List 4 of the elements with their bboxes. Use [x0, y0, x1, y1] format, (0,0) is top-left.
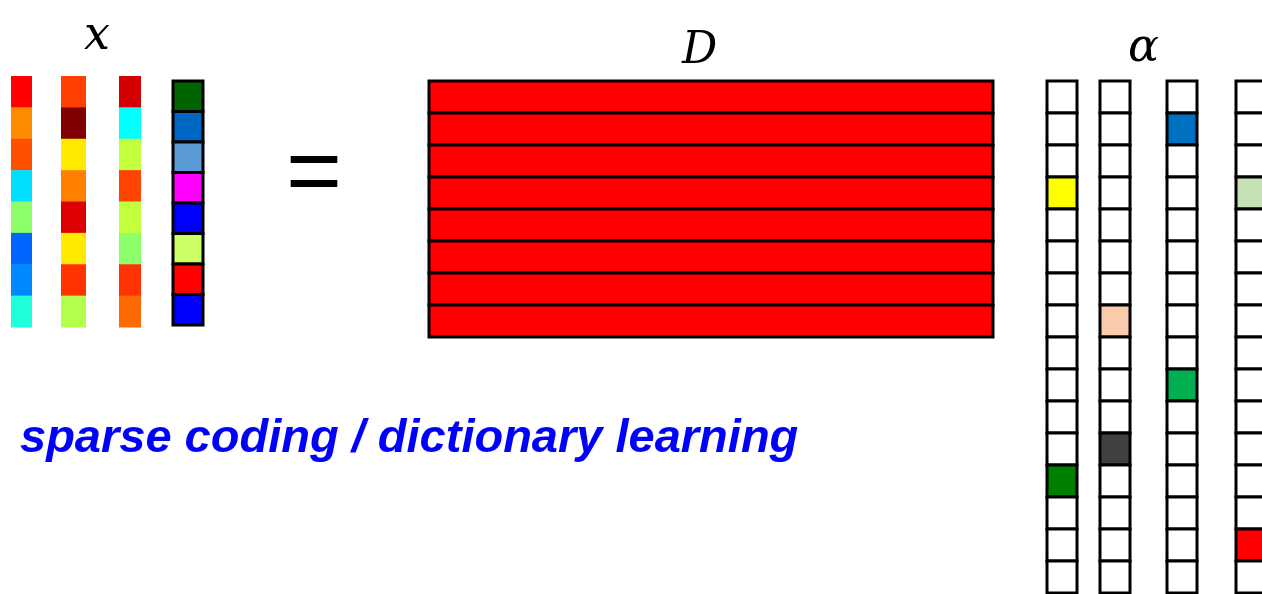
variable-label: D	[682, 26, 718, 70]
variable-label: x	[84, 10, 110, 56]
variable-label: α	[1128, 22, 1160, 68]
equals-sign: =	[286, 122, 343, 218]
